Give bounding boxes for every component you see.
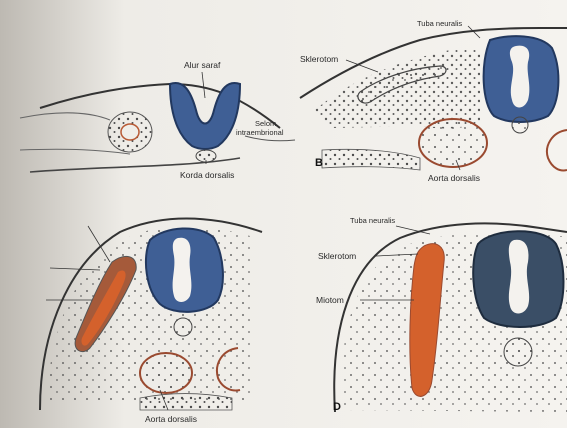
panel-b-aorta-label: Aorta dorsalis [428, 173, 480, 183]
panel-b-neural-canal [510, 46, 529, 108]
panel-d-neural-tube-label: Tuba neuralis [350, 216, 395, 225]
panel-c-aorta [140, 353, 192, 393]
panel-c-aorta-label: Aorta dorsalis [145, 414, 197, 424]
panel-c-neural-canal [173, 238, 192, 302]
panel-a-somite-core [121, 124, 139, 140]
panel-a-neural-groove-label: Alur saraf [184, 60, 221, 70]
panel-d-myotome-label: Miotom [316, 295, 344, 305]
panel-b-notochord [512, 117, 528, 133]
panel-b-letter: B [315, 157, 323, 169]
panel-a-coelom-label-2: intraembrional [236, 128, 284, 137]
panel-b-aorta [419, 119, 487, 167]
panel-b-neural-tube-label: Tuba neuralis [417, 19, 462, 28]
panel-d-sclerotome-label: Sklerotom [318, 251, 356, 261]
panel-d-neural-canal [509, 240, 529, 314]
panel-c-notochord [174, 318, 192, 336]
panel-d-letter: D [333, 401, 341, 413]
panel-a-coelom-label-1: Selom [255, 119, 276, 128]
panel-c-gut-tissue [140, 394, 232, 411]
panel-a-notochord-label: Korda dorsalis [180, 170, 234, 180]
panel-b-sclerotome-label: Sklerotom [300, 54, 338, 64]
panel-d-notochord [504, 338, 532, 366]
